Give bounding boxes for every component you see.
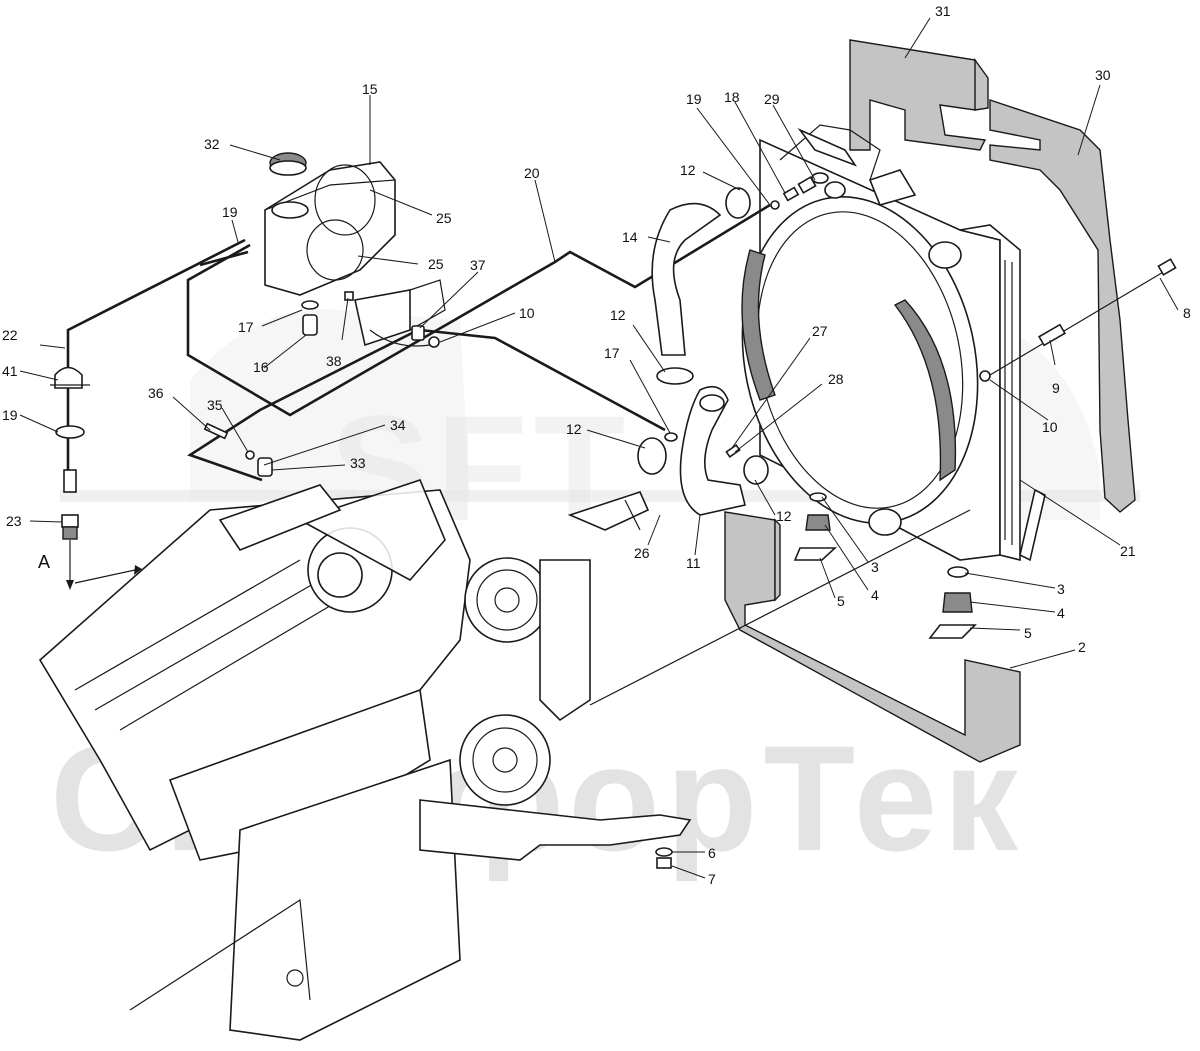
callout-19: 19 — [2, 407, 18, 423]
radiator-shroud-30 — [989, 99, 1136, 513]
callout-12: 12 — [610, 307, 626, 323]
nut-10-mid — [428, 336, 440, 348]
bolt-38 — [344, 291, 354, 301]
washer-10 — [979, 370, 991, 382]
callout-25: 25 — [436, 210, 452, 226]
callout-26: 26 — [634, 545, 650, 561]
clamp-41 — [50, 366, 90, 389]
callout-labels: 31 30 8 9 10 21 3 4 5 2 3 4 5 6 7 15 32 … — [2, 3, 1191, 887]
callout-9: 9 — [1052, 380, 1060, 396]
clamp-37 — [411, 325, 425, 341]
callout-4: 4 — [871, 587, 879, 603]
clamp-33 — [257, 457, 273, 477]
bolt-8 — [989, 258, 1177, 376]
callout-14: 14 — [622, 229, 638, 245]
callout-34: 34 — [390, 417, 406, 433]
radiator-support-bracket-2 — [724, 511, 1021, 763]
callout-38: 38 — [326, 353, 342, 369]
callout-32: 32 — [204, 136, 220, 152]
callout-8: 8 — [1183, 305, 1191, 321]
callout-17: 17 — [238, 319, 254, 335]
callout-20: 20 — [524, 165, 540, 181]
callout-41: 41 — [2, 363, 18, 379]
hose-16 — [301, 300, 319, 336]
callout-37: 37 — [470, 257, 486, 273]
engine-assembly — [38, 479, 971, 1041]
hose-clamp-12-right — [743, 455, 769, 485]
washer-35 — [245, 450, 255, 460]
bracket-26 — [567, 491, 650, 531]
callout-17: 17 — [604, 345, 620, 361]
washer-6 — [655, 847, 673, 857]
callout-6: 6 — [708, 845, 716, 861]
callout-29: 29 — [764, 91, 780, 107]
callout-19: 19 — [686, 91, 702, 107]
rubber-mount-right — [928, 566, 977, 639]
expansion-tank-15 — [264, 161, 396, 296]
callout-35: 35 — [207, 397, 223, 413]
callout-12: 12 — [776, 508, 792, 524]
leader-lines — [19, 17, 1179, 879]
callout-5: 5 — [1024, 625, 1032, 641]
tank-bracket-plate — [354, 279, 446, 347]
fittings-top-right — [770, 128, 858, 210]
lower-hose-11 — [679, 385, 746, 516]
callout-15: 15 — [362, 81, 378, 97]
rubber-mount-left — [793, 492, 838, 561]
hose-clamp-12-low — [637, 437, 667, 475]
callout-12: 12 — [680, 162, 696, 178]
callout-27: 27 — [812, 323, 828, 339]
callout-5: 5 — [837, 593, 845, 609]
callout-7: 7 — [708, 871, 716, 887]
callout-3: 3 — [871, 559, 879, 575]
callout-10: 10 — [519, 305, 535, 321]
callout-21: 21 — [1120, 543, 1136, 559]
callout-18: 18 — [724, 89, 740, 105]
hose-clamp-12-mid — [656, 367, 694, 385]
callout-3: 3 — [1057, 581, 1065, 597]
callout-16: 16 — [253, 359, 269, 375]
nut-7 — [656, 857, 672, 869]
sensor-27-28 — [725, 443, 741, 459]
fitting-17-small — [664, 432, 678, 442]
callout-25: 25 — [428, 256, 444, 272]
callout-28: 28 — [828, 371, 844, 387]
callout-11: 11 — [686, 555, 701, 571]
callout-33: 33 — [350, 455, 366, 471]
callout-30: 30 — [1095, 67, 1111, 83]
radiator-frame-31 — [849, 39, 989, 151]
fitting-23 — [61, 469, 79, 590]
upper-hose-14 — [651, 202, 722, 356]
callout-10: 10 — [1042, 419, 1058, 435]
callout-31: 31 — [935, 3, 951, 19]
spacer-9 — [1038, 323, 1066, 347]
callout-23: 23 — [6, 513, 22, 529]
callout-22: 22 — [2, 327, 18, 343]
view-a-label: A — [38, 552, 50, 572]
callout-19: 19 — [222, 204, 238, 220]
filler-cap-32 — [269, 152, 307, 176]
callout-12: 12 — [566, 421, 582, 437]
radiator-assembly-21 — [741, 124, 1046, 562]
callout-36: 36 — [148, 385, 164, 401]
callout-2: 2 — [1078, 639, 1086, 655]
callout-4: 4 — [1057, 605, 1065, 621]
view-a-arrow — [74, 565, 142, 584]
clamp-19-left — [55, 425, 85, 439]
hose-clamp-12-top — [725, 187, 751, 219]
